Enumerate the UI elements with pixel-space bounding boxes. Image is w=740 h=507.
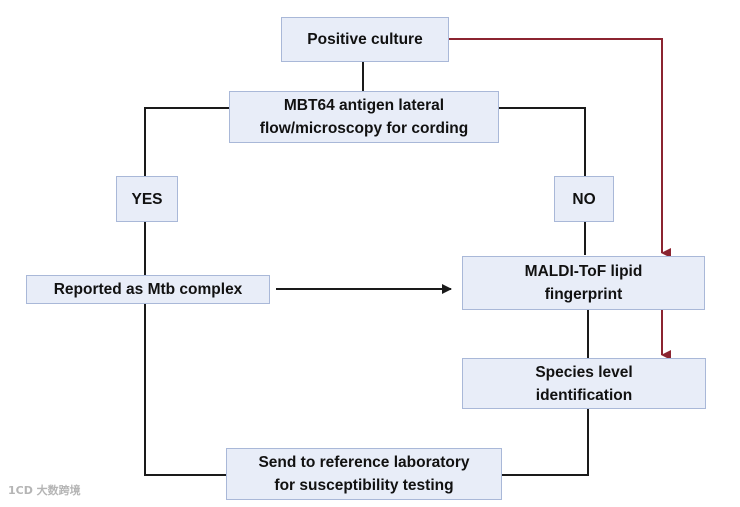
node-yes-label: YES xyxy=(131,190,163,208)
node-reference-line2: for susceptibility testing xyxy=(274,477,454,494)
node-maldi-line1: MALDI-ToF lipid xyxy=(524,263,643,280)
node-reported: Reported as Mtb complex xyxy=(26,275,270,304)
node-positive-culture-label: Positive culture xyxy=(307,31,423,48)
node-yes: YES xyxy=(116,176,178,222)
node-mbt64: MBT64 antigen lateral flow/microscopy fo… xyxy=(229,91,499,143)
node-reference: Send to reference laboratory for suscept… xyxy=(226,448,502,500)
node-maldi-line2: fingerprint xyxy=(544,286,623,303)
line-species-to-reference xyxy=(502,409,589,476)
node-positive-culture: Positive culture xyxy=(281,17,449,62)
line-mbt64-to-no xyxy=(498,107,586,176)
watermark: 1CD 大数跨境 xyxy=(8,484,81,497)
node-no: NO xyxy=(554,176,614,222)
node-reference-line1: Send to reference laboratory xyxy=(258,454,470,471)
node-species: Species level identification xyxy=(462,358,706,409)
node-species-line1: Species level xyxy=(535,363,633,381)
red-arrow-culture-to-maldi xyxy=(449,38,671,258)
node-maldi: MALDI-ToF lipid fingerprint xyxy=(462,256,705,310)
node-mbt64-line2: flow/microscopy for cording xyxy=(259,120,469,137)
line-mbt64-to-yes xyxy=(144,107,230,176)
node-no-label: NO xyxy=(572,190,596,208)
line-reported-to-reference xyxy=(144,304,226,476)
node-species-line2: identification xyxy=(535,386,633,404)
node-mbt64-line1: MBT64 antigen lateral xyxy=(283,97,445,114)
node-reported-label: Reported as Mtb complex xyxy=(53,281,243,298)
